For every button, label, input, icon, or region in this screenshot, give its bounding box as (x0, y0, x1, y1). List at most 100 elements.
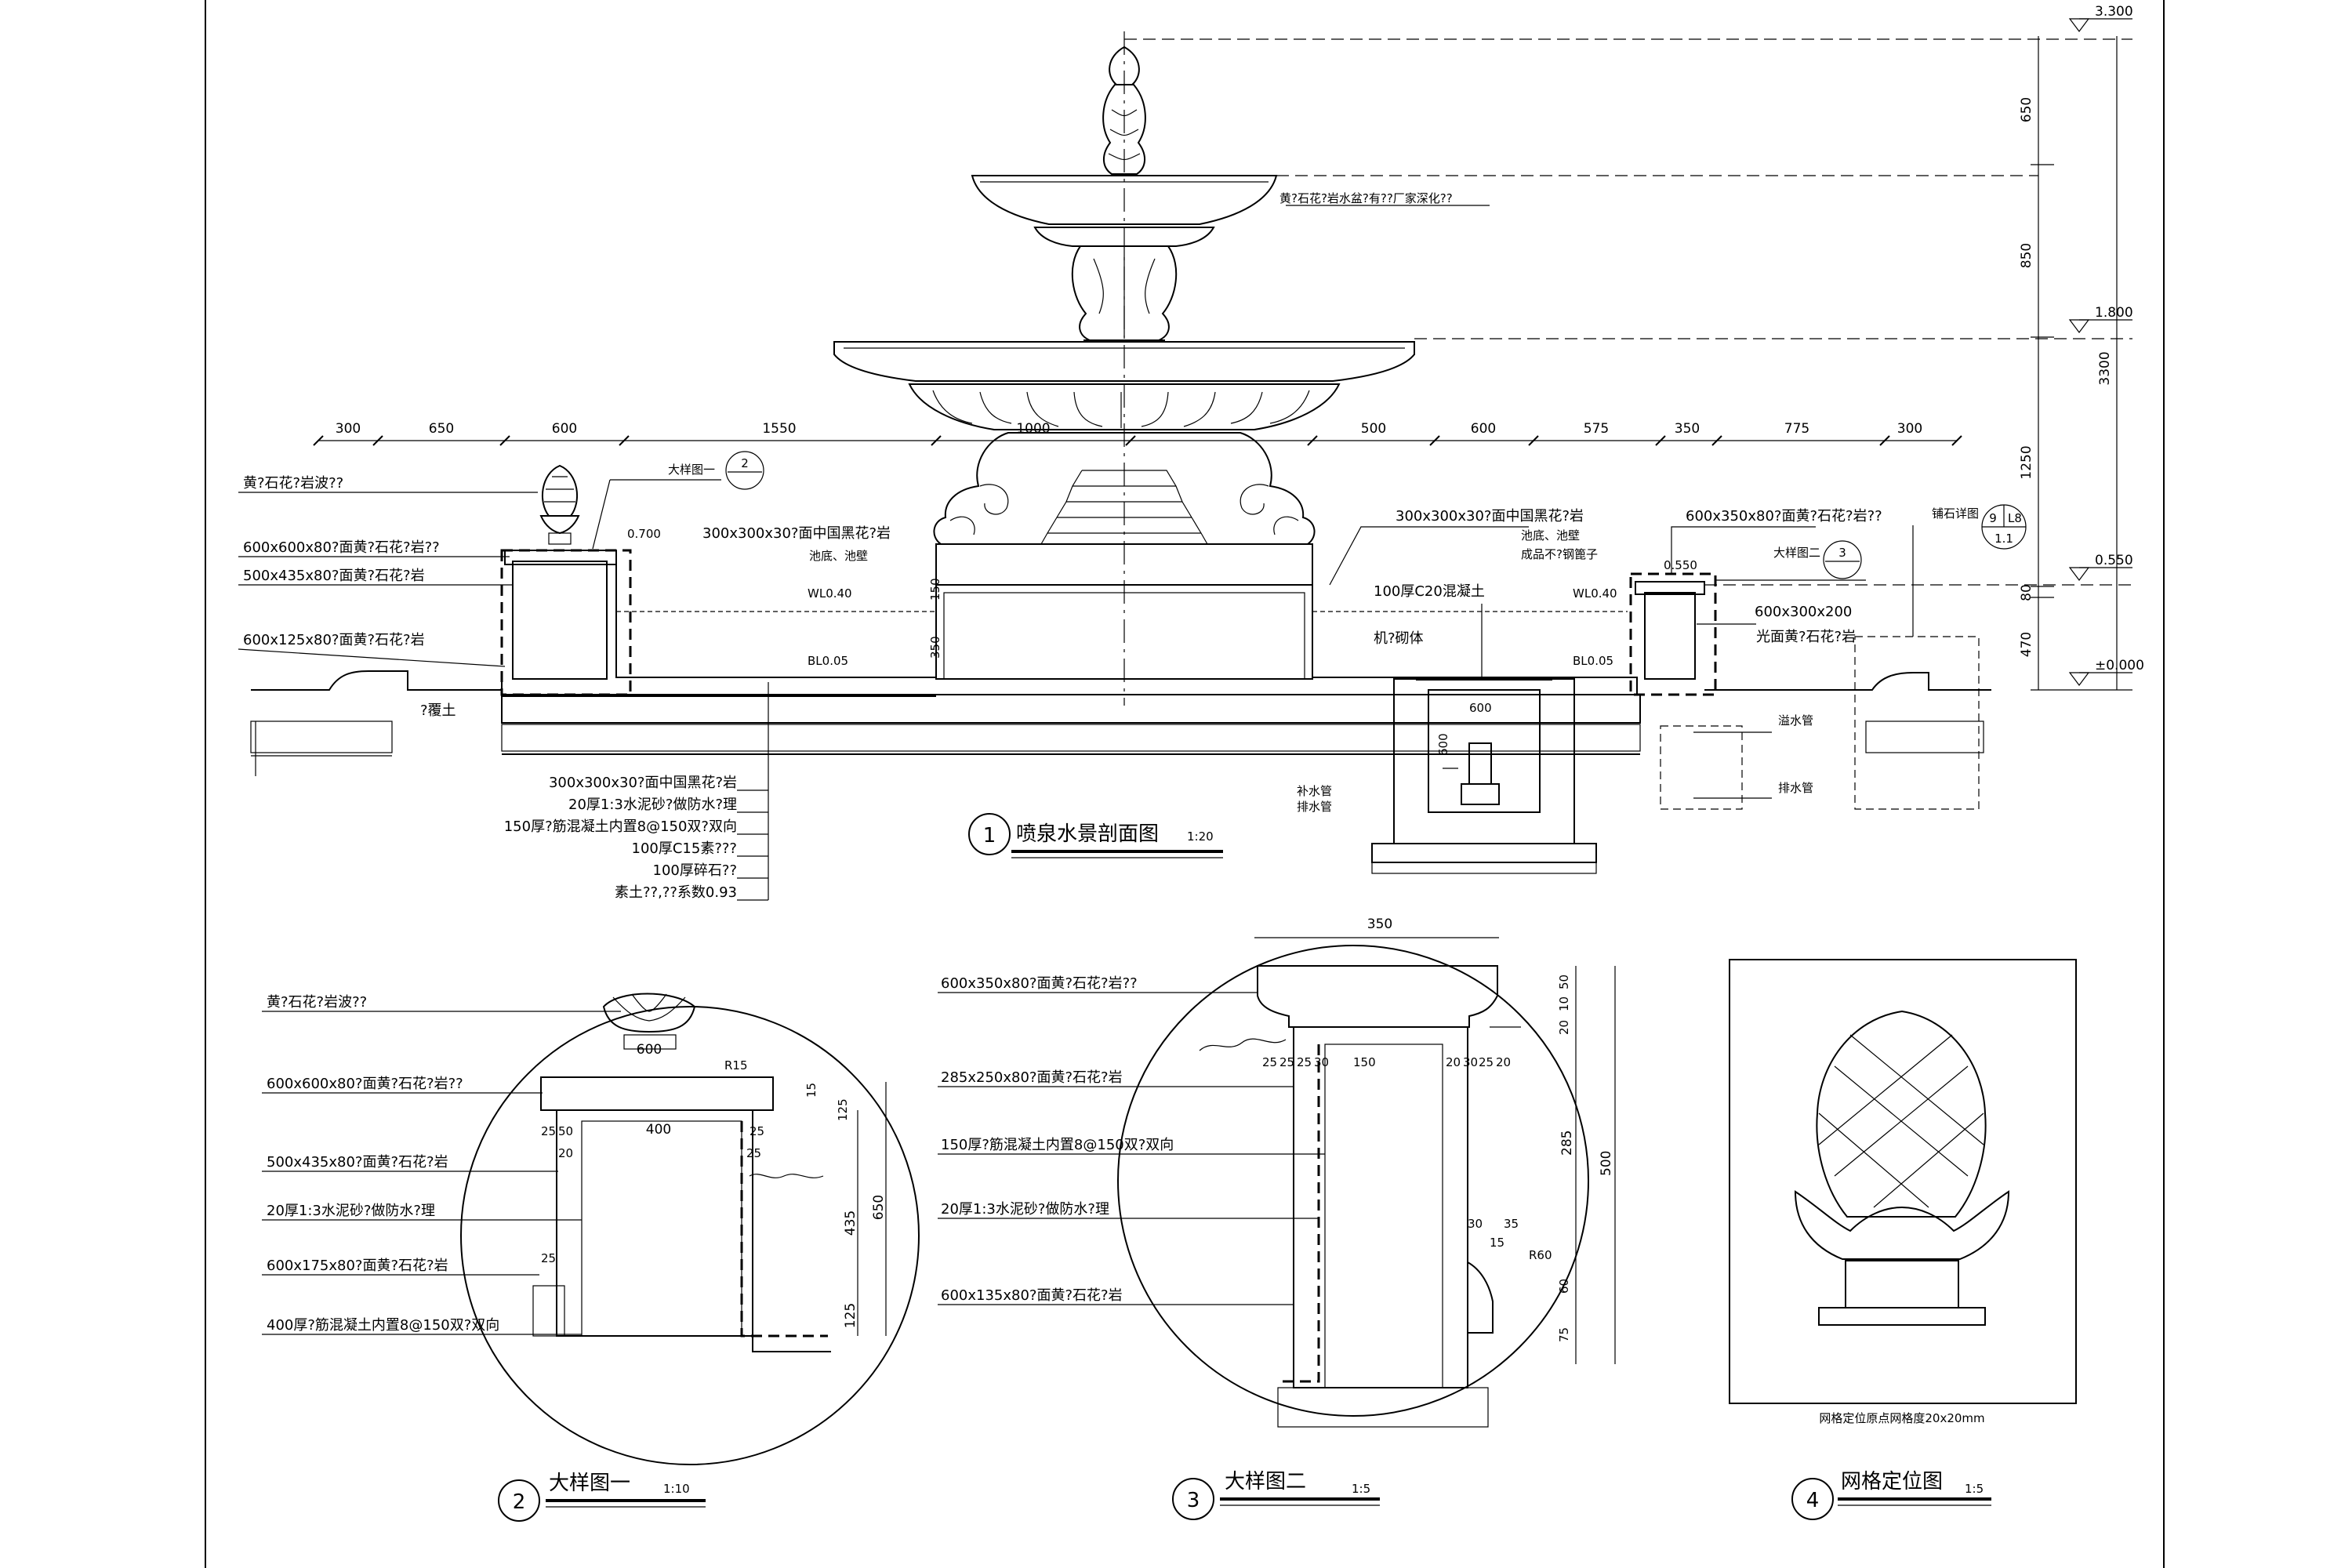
annotation-label: 20厚1:3水泥砂?做防水?理 (267, 1203, 435, 1219)
dim-label: 50 (558, 1124, 573, 1138)
right-annotations: 300x300x30?面中国黑花?岩 池底、池壁 成品不?钢篦子 100厚C20… (1297, 504, 2027, 814)
dim-label: 125 (843, 1303, 858, 1328)
detail-ref: L8 (2008, 511, 2022, 525)
annotation-label: 600x135x80?面黄?石花?岩 (941, 1287, 1123, 1304)
dim-label: 60 (1557, 1279, 1571, 1294)
dim-label: 20 (1557, 1020, 1571, 1035)
annotation-label: 600x350x80?面黄?石花?岩?? (941, 975, 1138, 992)
annotation-label: 500x435x80?面黄?石花?岩 (243, 568, 425, 584)
dim-label: 125 (836, 1098, 850, 1121)
annotation-label: 300x300x30?面中国黑花?岩 (1396, 508, 1584, 524)
dim-label: R15 (724, 1058, 748, 1073)
dim-label: 435 (843, 1210, 858, 1236)
dim-label: 10 (1557, 996, 1571, 1011)
dim-tick (931, 435, 942, 446)
pump-label: 排水管 (1297, 800, 1332, 814)
elevation-column (1124, 18, 2132, 691)
vertical-dim: 1250 (2019, 445, 2034, 479)
dim-tick (372, 435, 383, 446)
pipe-label: 排水管 (1778, 781, 1813, 795)
dim-label: 500 (1361, 421, 1386, 437)
title-number: 4 (1806, 1489, 1820, 1512)
callout-number: 2 (741, 456, 749, 470)
elevation-tag: 3.300 (2095, 4, 2133, 20)
level-tag: 0.550 (1664, 558, 1697, 572)
dim-label: 300 (1897, 421, 1922, 437)
detail-1: 435 650 125 600 400 25 50 15 R15 25 20 2… (262, 993, 920, 1522)
detail-3: 网格定位原点网格度20x20mm 4 网格定位图 1:5 (1729, 959, 2077, 1520)
layer-label: 150厚?筋混凝土内置8@150双?双向 (504, 818, 737, 835)
pump-label: 补水管 (1297, 784, 1332, 798)
annotation-label: 285x250x80?面黄?石花?岩 (941, 1069, 1123, 1086)
dim-tick (1951, 435, 1962, 446)
dim-label: 500 (1599, 1151, 1614, 1176)
annotation-label: 600x600x80?面黄?石花?岩?? (243, 539, 440, 556)
elevation-labels: 3.300 1.800 0.550 ±0.000 650 850 3300 12… (2019, 4, 2144, 673)
layer-label: 100厚碎石?? (653, 862, 737, 879)
title-number: 2 (513, 1490, 526, 1514)
title-number: 3 (1187, 1489, 1200, 1512)
lower-bowl (833, 341, 1415, 430)
dim-label: 1550 (762, 421, 796, 437)
dim-label: 20 (1496, 1055, 1511, 1069)
water-level: WL0.40 (1573, 586, 1617, 601)
vertical-dim: 3300 (2097, 351, 2113, 385)
layer-label: 素土??,??系数0.93 (615, 884, 737, 901)
dim-tick (1879, 435, 1890, 446)
dim-label: 350 (1675, 421, 1700, 437)
title-text: 网格定位图 (1841, 1470, 1943, 1494)
vertical-dim: 470 (2019, 632, 2034, 657)
dim-label: 15 (1490, 1236, 1504, 1250)
top-annotations: 2 大样图一 300x300x30?面中国黑花?岩 池底、池壁 黄?石花?岩水盆… (592, 191, 1490, 563)
title-scale: 1:5 (1352, 1482, 1370, 1496)
dim-tick (313, 435, 324, 446)
grid-caption: 网格定位原点网格度20x20mm (1819, 1411, 1984, 1425)
annotation-label: 300x300x30?面中国黑花?岩 (702, 525, 891, 542)
annotation-label: 20厚1:3水泥砂?做防水?理 (941, 1201, 1109, 1218)
dim-tick (619, 435, 630, 446)
detail-2: 350 50 10 20 285 500 60 75 R60 30 35 15 … (938, 916, 1616, 1520)
level-tag: 0.700 (627, 527, 661, 541)
dim-label: 25 (1279, 1055, 1294, 1069)
water-level-tags: WL0.40 BL0.05 WL0.40 BL0.05 0.700 0.550 … (627, 527, 1697, 756)
bottom-level: BL0.05 (808, 654, 848, 668)
dim-label: 25 (541, 1251, 556, 1265)
dim-label: 600 (637, 1042, 662, 1058)
section-title: 1 喷泉水景剖面图 1:20 (968, 813, 1223, 858)
annotation-label: 黄?石花?岩波?? (267, 994, 367, 1011)
title-text: 喷泉水景剖面图 (1016, 822, 1159, 846)
elevation-tag: ±0.000 (2095, 658, 2144, 673)
dim-label: 25 (541, 1124, 556, 1138)
dim-tick (1125, 435, 1136, 446)
ground-label: ?覆土 (420, 702, 456, 719)
inline-dim: 600 (1436, 733, 1450, 756)
dim-label: 285 (1559, 1131, 1575, 1156)
annotation-label: 黄?石花?岩波?? (243, 475, 343, 492)
dim-label: 50 (1557, 975, 1571, 989)
upper-bowl (971, 175, 1278, 247)
bottom-level: BL0.05 (1573, 654, 1613, 668)
dim-label: 30 (1314, 1055, 1329, 1069)
dim-label: 30 (1468, 1217, 1483, 1231)
annotation-label: 600x600x80?面黄?石花?岩?? (267, 1076, 463, 1092)
dim-label: 575 (1584, 421, 1609, 437)
left-annotations: 黄?石花?岩波?? 600x600x80?面黄?石花?岩?? 500x435x8… (238, 475, 538, 719)
dim-label: 25 (1479, 1055, 1494, 1069)
upper-stem (1071, 245, 1178, 341)
concrete-label: 100厚C20混凝土 (1374, 583, 1485, 600)
dim-label: 400 (646, 1122, 671, 1138)
title-scale: 1:10 (663, 1482, 690, 1496)
annotation-label: 600x300x200 (1755, 604, 1852, 620)
dim-tick (1429, 435, 1440, 446)
dim-label: 650 (871, 1195, 887, 1220)
annotation-label: 池底、池壁 (1521, 528, 1580, 543)
title-text: 大样图一 (549, 1472, 630, 1495)
annotation-label: 600x350x80?面黄?石花?岩?? (1686, 508, 1882, 524)
detail-ref: 1.1 (1994, 532, 2013, 546)
dim-label: 25 (1262, 1055, 1277, 1069)
detail-ref: 9 (1989, 511, 1997, 525)
dim-label: 25 (746, 1146, 761, 1160)
annotation-label: 150厚?筋混凝土内置8@150双?双向 (941, 1137, 1174, 1153)
vertical-dim: 80 (2019, 584, 2034, 601)
elevation-tag: 1.800 (2095, 305, 2133, 321)
